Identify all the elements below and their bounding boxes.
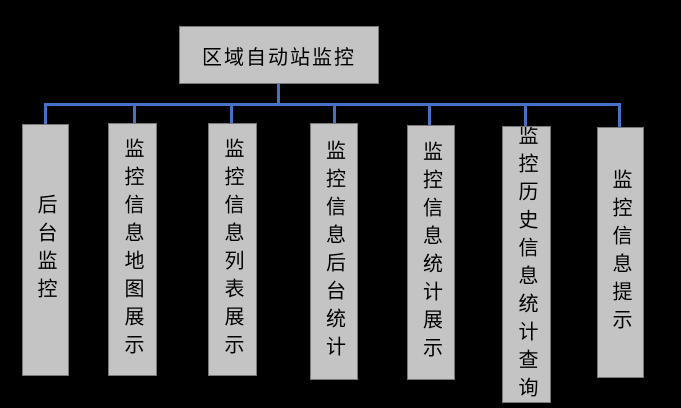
- child-node-backend-monitoring: 后台监控: [22, 124, 69, 376]
- root-node-label: 区域自动站监控: [202, 46, 356, 69]
- connector-drop-1: [44, 104, 47, 129]
- child-node-info-alert: 监控信息提示: [597, 127, 644, 378]
- child-node-label: 监控信息统计展示: [419, 140, 442, 365]
- child-node-backend-statistics: 监控信息后台统计: [310, 123, 358, 380]
- root-node: 区域自动站监控: [179, 26, 379, 84]
- child-node-label: 监控信息提示: [609, 168, 631, 337]
- connector-trunk: [277, 84, 280, 104]
- child-node-label: 监控信息列表展示: [221, 137, 243, 362]
- connector-horizontal-bar: [44, 103, 621, 106]
- connector-drop-4: [333, 104, 336, 129]
- child-node-label: 监控历史信息统计查询: [515, 126, 537, 403]
- child-node-history-statistics-query: 监控历史信息统计查询: [502, 126, 551, 403]
- child-node-label: 后台监控: [34, 194, 56, 306]
- child-node-list-display: 监控信息列表展示: [208, 123, 257, 376]
- connector-drop-7: [618, 104, 621, 129]
- child-node-label: 监控信息地图展示: [121, 137, 143, 362]
- connector-drop-2: [133, 104, 136, 129]
- connector-drop-6: [524, 104, 527, 129]
- connector-drop-3: [230, 104, 233, 129]
- child-node-label: 监控信息后台统计: [322, 139, 345, 364]
- connector-drop-5: [428, 104, 431, 129]
- child-node-map-display: 监控信息地图展示: [108, 123, 157, 376]
- child-node-statistics-display: 监控信息统计展示: [407, 125, 455, 380]
